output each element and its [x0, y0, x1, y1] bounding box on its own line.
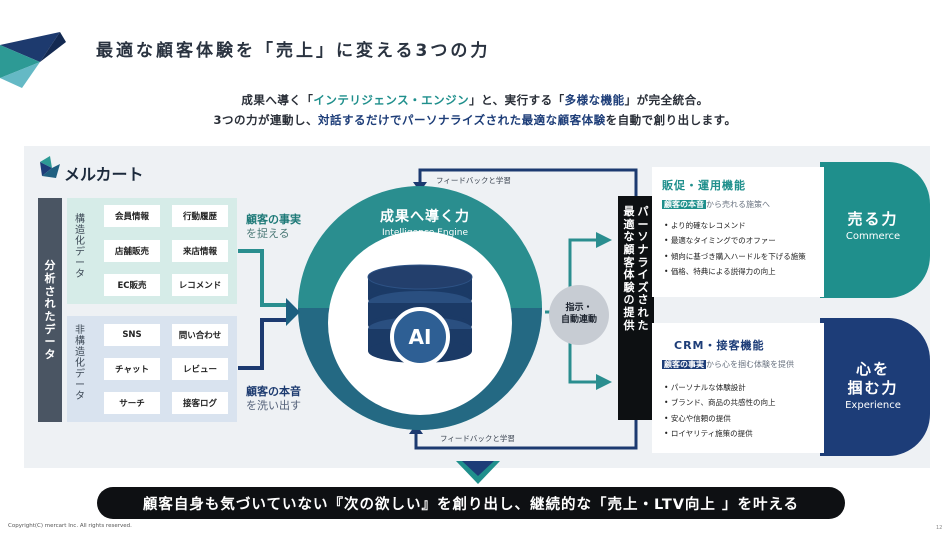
chip-visit-info: 来店情報 [172, 240, 228, 262]
experience-tab-shape [820, 318, 930, 456]
personalized-experience-bar: パーソナライズされた 最適な顧客体験の提供 [618, 196, 654, 420]
chip-ec-sales: EC販売 [104, 274, 160, 296]
list-item: 価格、特典による説得力の向上 [664, 264, 824, 279]
chip-chat: チャット [104, 358, 160, 380]
list-item: より的確なレコメンド [664, 218, 824, 233]
structured-data-label: 構造化データ [75, 214, 85, 280]
chip-behavior-history: 行動履歴 [172, 205, 228, 227]
list-item: 安心や信頼の提供 [664, 411, 824, 426]
list-item: パーソナルな体験設計 [664, 380, 824, 395]
commerce-tab-shape [820, 162, 930, 298]
chip-store-sales: 店舗販売 [104, 240, 160, 262]
unstructured-caption: 顧客の本音 を洗い出す [246, 385, 301, 413]
chip-inquiry: 問い合わせ [172, 324, 228, 346]
unstructured-data-label: 非構造化データ [75, 325, 85, 402]
logo-name: メルカート [64, 165, 144, 184]
list-item: 最適なタイミングでのオファー [664, 233, 824, 248]
input-arrow [286, 298, 300, 326]
feedback-bottom-label: フィードバックと学習 [440, 434, 515, 443]
list-item: ロイヤリティ施策の提供 [664, 426, 824, 441]
engine-title: 成果へ導く力 Intelligence Engine [380, 209, 470, 238]
experience-heading: CRM・接客機能 [674, 339, 765, 352]
commerce-subtitle: 顧客の本音から売れる施策へ [662, 200, 770, 209]
feedback-bottom-line [414, 420, 638, 450]
experience-tab-title: 心を 掴む力 Experience [845, 360, 901, 411]
chip-review: レビュー [172, 358, 228, 380]
chip-member-info: 会員情報 [104, 205, 160, 227]
mercart-logo-icon [40, 156, 60, 178]
analyzed-data-label: 分析されたデータ [38, 198, 62, 422]
structured-caption: 顧客の事実 を捉える [246, 213, 301, 241]
direct-link-node: 指示・ 自動連動 [549, 285, 609, 345]
experience-list: パーソナルな体験設計 ブランド、商品の共感性の向上 安心や信頼の提供 ロイヤリテ… [664, 380, 824, 442]
list-item: ブランド、商品の共感性の向上 [664, 395, 824, 410]
commerce-tab-title: 売る力 Commerce [845, 210, 901, 242]
chip-sns: SNS [104, 324, 160, 346]
intro-line-1: 成果へ導く「インテリジェンス・エンジン」と、実行する「多様な機能」が完全統合。 [241, 93, 709, 107]
feedback-top-line [418, 168, 638, 196]
ai-badge [390, 307, 450, 367]
page-title: 最適な顧客体験を「売上」に変える3つの力 [96, 41, 491, 61]
list-item: 傾向に基づき購入ハードルを下げる施策 [664, 249, 824, 264]
corner-decoration [0, 32, 66, 88]
commerce-list: より的確なレコメンド 最適なタイミングでのオファー 傾向に基づき購入ハードルを下… [664, 218, 824, 280]
feedback-top-label: フィードバックと学習 [436, 176, 511, 185]
commerce-heading: 販促・運用機能 [662, 179, 746, 192]
experience-subtitle: 顧客の事実から心を掴む体験を提供 [662, 360, 794, 369]
copyright: Copyright(C) mercart Inc. All rights res… [8, 523, 132, 529]
chip-recommend: レコメンド [172, 274, 228, 296]
chip-search: サーチ [104, 392, 160, 414]
intro-line-2: 3つの力が連動し、対話するだけでパーソナライズされた最適な顧客体験を自動で創り出… [213, 113, 737, 127]
conclusion-banner: 顧客自身も気づいていない『次の欲しい』を創り出し、継続的な「売上・LTV向上 」… [97, 487, 845, 519]
ai-label: AI [408, 325, 432, 349]
page-number: 12 [936, 525, 943, 531]
chip-service-log: 接客ログ [172, 392, 228, 414]
